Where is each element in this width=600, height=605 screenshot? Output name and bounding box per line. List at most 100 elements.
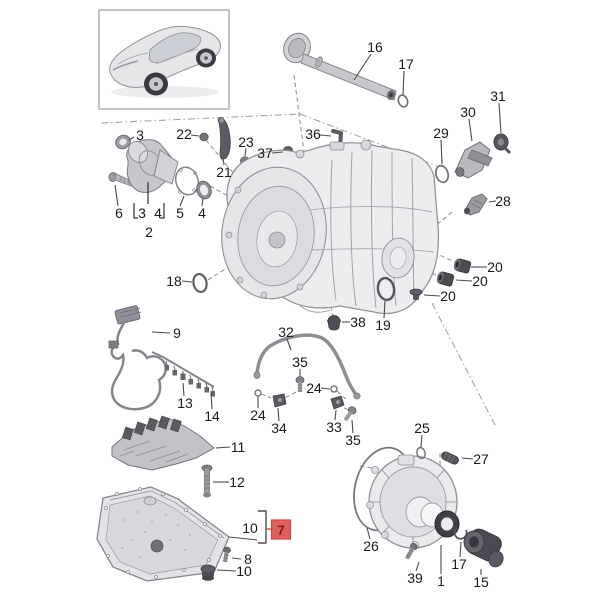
bolt-39 bbox=[405, 543, 418, 560]
input-shaft-16 bbox=[283, 32, 397, 101]
part-label[interactable]: 15 bbox=[473, 574, 489, 590]
output-flange-15 bbox=[463, 528, 504, 568]
part-label[interactable]: 13 bbox=[177, 395, 193, 411]
oil-pipe-32 bbox=[253, 333, 361, 400]
bolt-8 bbox=[222, 546, 231, 563]
part-label[interactable]: 29 bbox=[433, 125, 449, 141]
plug-20c bbox=[409, 288, 423, 300]
part-label[interactable]: 17 bbox=[451, 556, 467, 572]
leader-line bbox=[210, 392, 213, 410]
gasket-5 bbox=[174, 166, 200, 196]
o-ring-24a bbox=[254, 389, 262, 397]
part-label[interactable]: 34 bbox=[271, 420, 287, 436]
kit-bracket-7 bbox=[228, 510, 267, 544]
clamp-34 bbox=[272, 393, 287, 408]
leader-line bbox=[468, 118, 473, 142]
part-label[interactable]: 26 bbox=[363, 538, 379, 554]
valve-body-11 bbox=[111, 415, 215, 471]
leader-line bbox=[271, 151, 284, 154]
drain-plug-10 bbox=[200, 564, 216, 581]
part-label[interactable]: 10 bbox=[236, 563, 252, 579]
part-label[interactable]: 23 bbox=[238, 134, 254, 150]
part-label[interactable]: 1 bbox=[437, 573, 445, 589]
part-label[interactable]: 35 bbox=[292, 354, 308, 370]
leader-line bbox=[415, 561, 420, 572]
leader-line bbox=[286, 338, 292, 351]
part-label[interactable]: 4 bbox=[154, 205, 162, 221]
transmission-mount-2 bbox=[126, 139, 179, 193]
part-label[interactable]: 4 bbox=[198, 205, 206, 221]
seal-ring-4 bbox=[196, 180, 212, 200]
bolt-6 bbox=[108, 172, 133, 187]
part-label[interactable]: 39 bbox=[407, 570, 423, 586]
leader-line bbox=[488, 200, 497, 203]
part-label[interactable]: 36 bbox=[305, 126, 321, 142]
leader-line bbox=[440, 139, 443, 165]
leader-line bbox=[353, 53, 372, 81]
part-label[interactable]: 16 bbox=[367, 39, 383, 55]
part-label[interactable]: 12 bbox=[229, 474, 245, 490]
part-label[interactable]: 37 bbox=[257, 145, 273, 161]
o-ring-29 bbox=[434, 164, 450, 184]
harness-clips-14 bbox=[164, 360, 215, 397]
part-label[interactable]: 32 bbox=[278, 324, 294, 340]
transmission-case bbox=[221, 139, 440, 315]
leader-line bbox=[190, 134, 200, 137]
car-illustration bbox=[109, 25, 221, 98]
part-label[interactable]: 18 bbox=[166, 273, 182, 289]
leader-line bbox=[334, 409, 337, 421]
o-ring-18 bbox=[192, 272, 208, 294]
part-label[interactable]: 6 bbox=[115, 205, 123, 221]
leader-line bbox=[215, 446, 231, 449]
part-label[interactable]: 24 bbox=[306, 380, 322, 396]
leader-line bbox=[201, 197, 204, 207]
leader-line bbox=[455, 279, 473, 282]
part-label[interactable]: 22 bbox=[176, 126, 192, 142]
part-label[interactable]: 31 bbox=[490, 88, 506, 104]
part-label[interactable]: 3 bbox=[138, 205, 146, 221]
part-label[interactable]: 3 bbox=[136, 127, 144, 143]
part-label[interactable]: 38 bbox=[350, 314, 366, 330]
bushing-20a bbox=[453, 258, 472, 274]
part-label[interactable]: 2 bbox=[145, 224, 153, 240]
leader-line bbox=[277, 407, 280, 422]
part-label[interactable]: 35 bbox=[345, 432, 361, 448]
bolt-35a bbox=[295, 376, 305, 392]
leader-line bbox=[319, 134, 332, 137]
part-label[interactable]: 19 bbox=[375, 317, 391, 333]
o-ring-19 bbox=[376, 276, 396, 302]
part-label[interactable]: 14 bbox=[204, 408, 220, 424]
part-label[interactable]: 20 bbox=[472, 273, 488, 289]
part-label[interactable]: 21 bbox=[216, 164, 232, 180]
part-label[interactable]: 28 bbox=[495, 193, 511, 209]
part-label[interactable]: 8 bbox=[244, 551, 252, 567]
o-ring-17 bbox=[397, 94, 409, 108]
part-label[interactable]: 27 bbox=[473, 451, 489, 467]
part-label[interactable]: 9 bbox=[173, 325, 181, 341]
part-label[interactable]: 10 bbox=[242, 520, 258, 536]
part-label[interactable]: 20 bbox=[487, 259, 503, 275]
leader-line bbox=[181, 280, 193, 283]
part-label[interactable]: 30 bbox=[460, 104, 476, 120]
leader-line bbox=[114, 184, 119, 207]
part-label[interactable]: 33 bbox=[326, 419, 342, 435]
part-label[interactable]: 17 bbox=[398, 56, 414, 72]
plug-38 bbox=[327, 315, 341, 331]
part-label[interactable]: 25 bbox=[414, 420, 430, 436]
bolt-12 bbox=[201, 464, 213, 498]
part-label[interactable]: 24 bbox=[250, 407, 266, 423]
leader-line bbox=[222, 157, 225, 166]
part-label[interactable]: 20 bbox=[440, 288, 456, 304]
car-rear-wheel bbox=[144, 72, 168, 96]
part-label-highlighted[interactable]: 7 bbox=[277, 522, 285, 538]
clamp-33 bbox=[330, 395, 345, 410]
bearing-ring-3 bbox=[115, 134, 131, 150]
part-label[interactable]: 11 bbox=[231, 439, 246, 455]
leader-line bbox=[231, 557, 242, 560]
bushing-20b bbox=[436, 271, 455, 287]
selector-lever-21 bbox=[217, 117, 231, 160]
part-label[interactable]: 5 bbox=[176, 205, 184, 221]
